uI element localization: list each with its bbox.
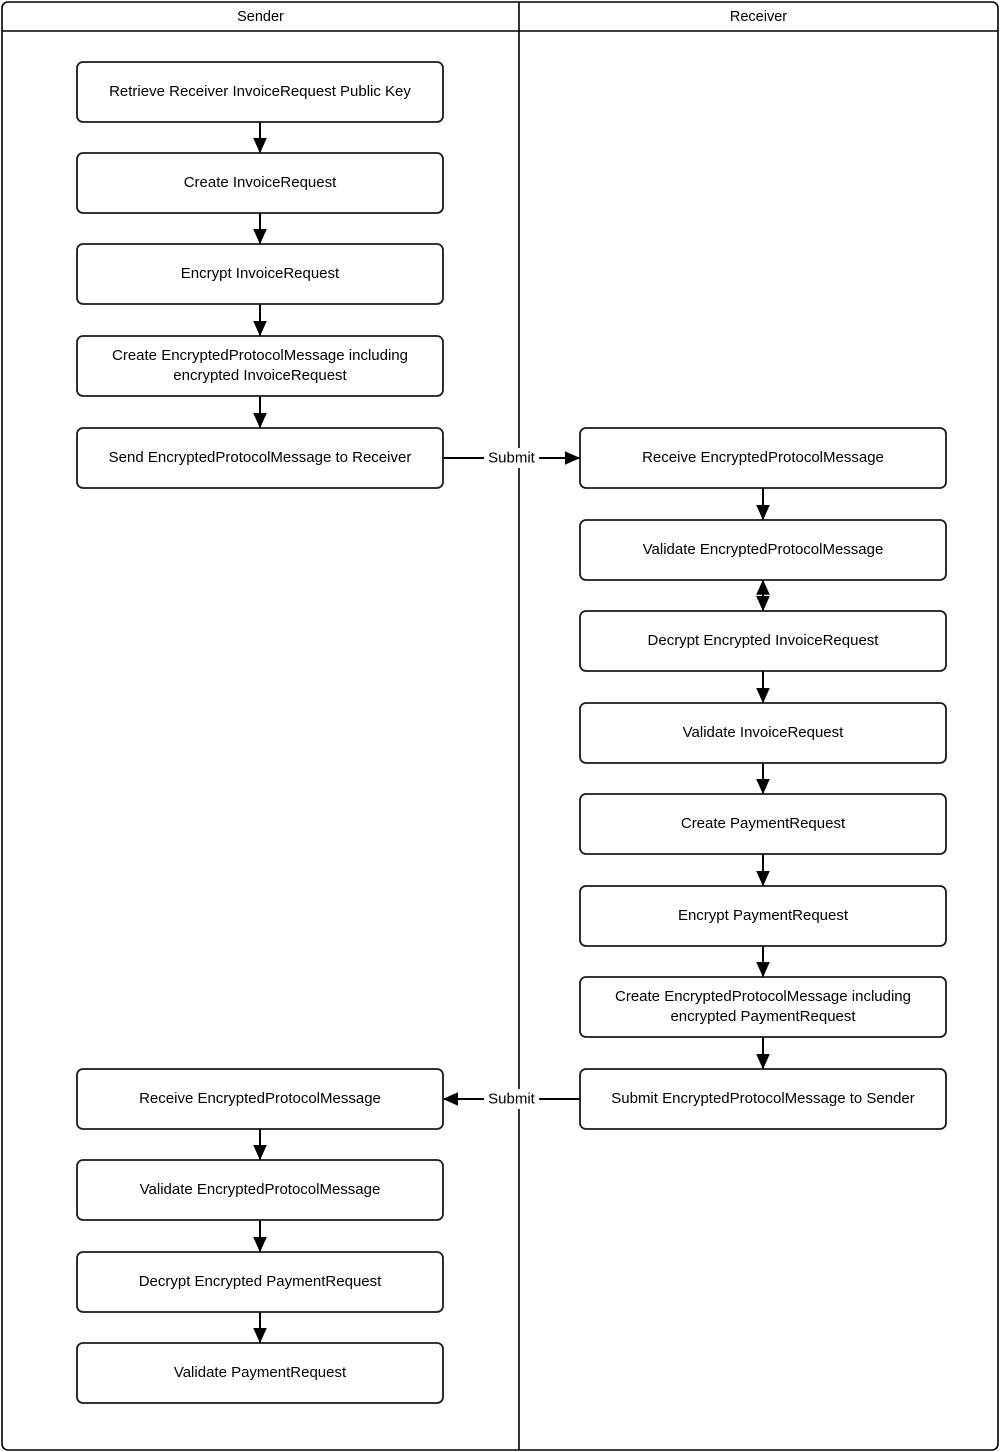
- node-label-r5: Create PaymentRequest: [681, 815, 846, 832]
- node-s9[interactable]: Validate PaymentRequest: [76, 1342, 444, 1404]
- node-box-s5[interactable]: [76, 427, 444, 489]
- node-r3[interactable]: Decrypt Encrypted InvoiceRequest: [579, 610, 947, 672]
- node-r2[interactable]: Validate EncryptedProtocolMessage: [579, 519, 947, 581]
- node-label-s7: Validate EncryptedProtocolMessage: [140, 1181, 381, 1198]
- node-label-s9: Validate PaymentRequest: [174, 1364, 347, 1381]
- node-label-r8: Submit EncryptedProtocolMessage to Sende…: [611, 1090, 915, 1107]
- node-label-r7: Create EncryptedProtocolMessage includin…: [615, 988, 911, 1005]
- node-box-r4[interactable]: [579, 702, 947, 764]
- node-label-r3: Decrypt Encrypted InvoiceRequest: [648, 632, 880, 649]
- node-label-r2: Validate EncryptedProtocolMessage: [643, 541, 884, 558]
- edge-label-s5-to-r1: Submit: [488, 449, 536, 466]
- lane-header-sender: Sender: [237, 9, 284, 25]
- node-s2[interactable]: Create InvoiceRequest: [76, 152, 444, 214]
- node-label-s2: Create InvoiceRequest: [184, 174, 337, 191]
- node-label-r1: Receive EncryptedProtocolMessage: [642, 449, 884, 466]
- node-box-s4[interactable]: [76, 335, 444, 397]
- node-label-s3: Encrypt InvoiceRequest: [181, 265, 340, 282]
- node-box-r6[interactable]: [579, 885, 947, 947]
- node-r4[interactable]: Validate InvoiceRequest: [579, 702, 947, 764]
- node-r8[interactable]: Submit EncryptedProtocolMessage to Sende…: [579, 1068, 947, 1130]
- edge-label-r8-to-s6: Submit: [488, 1090, 536, 1107]
- node-r5[interactable]: Create PaymentRequest: [579, 793, 947, 855]
- node-s4[interactable]: Create EncryptedProtocolMessage includin…: [76, 335, 444, 397]
- node-box-r7[interactable]: [579, 976, 947, 1038]
- node-box-r1[interactable]: [579, 427, 947, 489]
- node-label-s4: Create EncryptedProtocolMessage includin…: [112, 347, 408, 364]
- node-box-s3[interactable]: [76, 243, 444, 305]
- node-box-s8[interactable]: [76, 1251, 444, 1313]
- node-layer: Retrieve Receiver InvoiceRequest Public …: [76, 61, 947, 1404]
- node-box-s7[interactable]: [76, 1159, 444, 1221]
- node-s1[interactable]: Retrieve Receiver InvoiceRequest Public …: [76, 61, 444, 123]
- node-s6[interactable]: Receive EncryptedProtocolMessage: [76, 1068, 444, 1130]
- node-box-s2[interactable]: [76, 152, 444, 214]
- node-s5[interactable]: Send EncryptedProtocolMessage to Receive…: [76, 427, 444, 489]
- node-r7[interactable]: Create EncryptedProtocolMessage includin…: [579, 976, 947, 1038]
- node-box-s6[interactable]: [76, 1068, 444, 1130]
- edge-label-bg-12: [483, 1089, 540, 1109]
- node-label-s1: Retrieve Receiver InvoiceRequest Public …: [109, 83, 411, 100]
- node-r1[interactable]: Receive EncryptedProtocolMessage: [579, 427, 947, 489]
- node-label-s5: Send EncryptedProtocolMessage to Receive…: [109, 449, 412, 466]
- lane-header-receiver: Receiver: [730, 9, 787, 25]
- node-box-r2[interactable]: [579, 519, 947, 581]
- node-label-r4: Validate InvoiceRequest: [683, 724, 844, 741]
- node-box-s9[interactable]: [76, 1342, 444, 1404]
- node-label-s6: Receive EncryptedProtocolMessage: [139, 1090, 381, 1107]
- node-box-r5[interactable]: [579, 793, 947, 855]
- node-box-s1[interactable]: [76, 61, 444, 123]
- edge-label-bg-4: [483, 448, 540, 468]
- node-label-r7: encrypted PaymentRequest: [670, 1008, 856, 1025]
- node-box-r3[interactable]: [579, 610, 947, 672]
- node-s7[interactable]: Validate EncryptedProtocolMessage: [76, 1159, 444, 1221]
- node-r6[interactable]: Encrypt PaymentRequest: [579, 885, 947, 947]
- node-s3[interactable]: Encrypt InvoiceRequest: [76, 243, 444, 305]
- node-box-r8[interactable]: [579, 1068, 947, 1130]
- node-label-r6: Encrypt PaymentRequest: [678, 907, 849, 924]
- node-label-s4: encrypted InvoiceRequest: [173, 367, 347, 384]
- node-label-s8: Decrypt Encrypted PaymentRequest: [139, 1273, 382, 1290]
- node-s8[interactable]: Decrypt Encrypted PaymentRequest: [76, 1251, 444, 1313]
